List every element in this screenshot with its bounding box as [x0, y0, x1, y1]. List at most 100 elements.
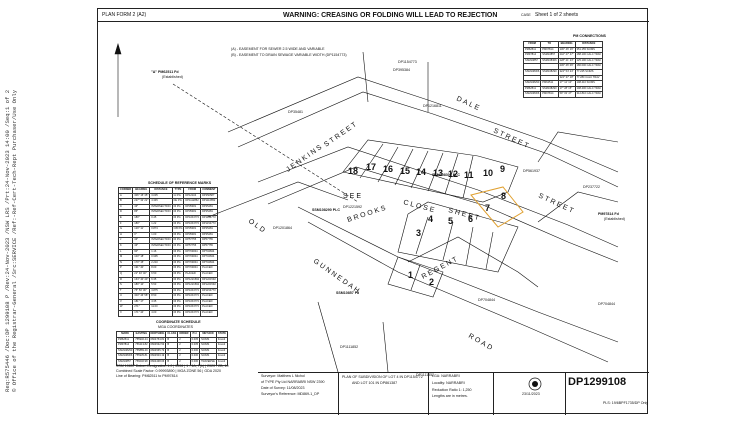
case-label: CASE — [521, 13, 531, 17]
table-cell: SSM108306 — [522, 91, 542, 98]
column-header: ORDER — [177, 331, 191, 338]
plan-sheet: PLAN FORM 2 (A2) WARNING: CREASING OR FO… — [97, 8, 649, 415]
table-cell: 2 — [177, 359, 191, 366]
table-cell: DP1154773 — [200, 220, 218, 228]
table-cell: Found — [215, 342, 228, 349]
table-cell: DI PG — [171, 265, 185, 272]
table-cell: 180.000 CALC TRAV — [574, 63, 603, 70]
table-cell: 2 — [177, 336, 191, 344]
lot-line — [444, 153, 459, 195]
table-cell: 3.875 — [149, 287, 173, 295]
road-label-road: ROAD — [467, 333, 495, 353]
lot-number: 12 — [448, 169, 458, 179]
note-line: (B) - EASEMENT TO DRAIN SEWAGE VARIABLE … — [231, 53, 347, 57]
table-cell: DI PG — [171, 298, 185, 306]
table-cell: 227° 32' 22" — [132, 198, 151, 205]
column-header: CLASS — [165, 331, 179, 338]
pm-connection-row: 236° 46' 06"180.000 CALC TRAV — [522, 63, 603, 70]
table-cell: X — [117, 310, 134, 317]
table-cell: DP1154773 — [183, 220, 202, 228]
dp-label: DP35481 — [288, 110, 303, 114]
plan-and: AND LOT 101 IN DP861387 — [352, 381, 398, 385]
table-cell: DI PG — [171, 293, 185, 300]
pm-connections-title: PM CONNECTIONS — [573, 34, 606, 38]
lot-line — [415, 216, 429, 255]
pm-right-label: PM97814 Fd — [598, 212, 619, 216]
table-cell: 6664503.19 — [148, 353, 167, 360]
table-cell: 756213.82 — [133, 342, 150, 349]
survey-date: Date of Survey: 11/08/2023 — [261, 386, 305, 390]
table-cell: Found — [215, 347, 228, 355]
ssm3-label: SSM10857 Fd — [336, 291, 360, 295]
table-cell: 2 — [177, 347, 191, 355]
table-cell: C/B PG — [171, 226, 185, 233]
lot-number: 16 — [383, 164, 393, 174]
lot-number: 8 — [501, 191, 506, 201]
lot-line — [485, 231, 494, 270]
lot-number: 5 — [448, 216, 453, 226]
surveyor-firm: of TYPE Pty Ltd NARRABRI NSW 2390 — [261, 380, 325, 384]
lga: LGA: NARRABRI — [432, 374, 460, 378]
parcel-line — [382, 321, 389, 373]
table-cell: DP1154773 — [183, 293, 202, 300]
road-label: STREET — [323, 120, 359, 148]
table-cell: 198.410 SCIMS — [574, 80, 603, 87]
dp-label: DP1221592 — [343, 205, 362, 209]
table-cell: PLACED — [200, 265, 218, 272]
plan-number: DP1299108 — [568, 376, 627, 388]
table-cell: 2 — [177, 353, 191, 360]
table-cell: INTERSECTION — [149, 203, 173, 211]
table-cell: INTERSECTION — [149, 237, 173, 244]
pm-connection-row: 324° 37' 18"77.280 CALC TRAV — [522, 74, 603, 82]
table-cell: 2.210 — [149, 259, 173, 267]
table-cell: 228° 21' 23" — [557, 57, 576, 65]
table-cell: 11.00 — [149, 304, 173, 312]
coordinate-footer: SSM 10857 Datum Designation 1.0 | 0006 |… — [116, 364, 229, 368]
column-header: NORTHING — [148, 331, 167, 338]
table-cell: PLACED — [200, 270, 218, 278]
table-cell: PM62511 — [540, 80, 559, 87]
coordinate-schedule-subtitle: MGA COORDINATES — [158, 325, 194, 329]
table-cell: 198.400 CALC TRAV — [574, 85, 603, 93]
lot-line — [442, 221, 454, 261]
table-cell: Found — [215, 336, 228, 344]
table-cell: 324° 54' 24" — [557, 69, 576, 76]
lot-number: 1 — [408, 270, 413, 280]
dp-label: DP1216811 — [423, 104, 442, 108]
column-header: STATE — [215, 331, 228, 338]
column-header: EASTING — [133, 331, 150, 338]
table-cell: 164° 40' 40" — [132, 276, 151, 284]
lot-number: 17 — [366, 162, 376, 172]
parcel-line — [207, 181, 349, 218]
road-line — [307, 221, 609, 363]
table-cell: 324° 37' 18" — [557, 74, 576, 82]
table-cell — [540, 63, 559, 70]
table-cell: 755946.44 — [133, 336, 150, 344]
lengths-note: Lengths are in metres. — [432, 394, 468, 398]
table-cell: DI PG — [171, 304, 185, 312]
reference-schedule-title: SCHEDULE OF REFERENCE MARKS — [148, 181, 212, 185]
table-cell: Found — [215, 359, 228, 366]
dp-label: DP1154773 — [398, 60, 417, 64]
road-label-see: SEE — [343, 193, 363, 200]
dp-label: DP395384 — [393, 68, 410, 72]
table-cell: 6664532.53 — [148, 342, 167, 349]
table-cell: 6664565.79 — [148, 347, 167, 355]
table-cell: 4.00 — [149, 310, 173, 317]
lot-line — [394, 148, 414, 186]
road-label-old: OLD — [247, 218, 268, 235]
